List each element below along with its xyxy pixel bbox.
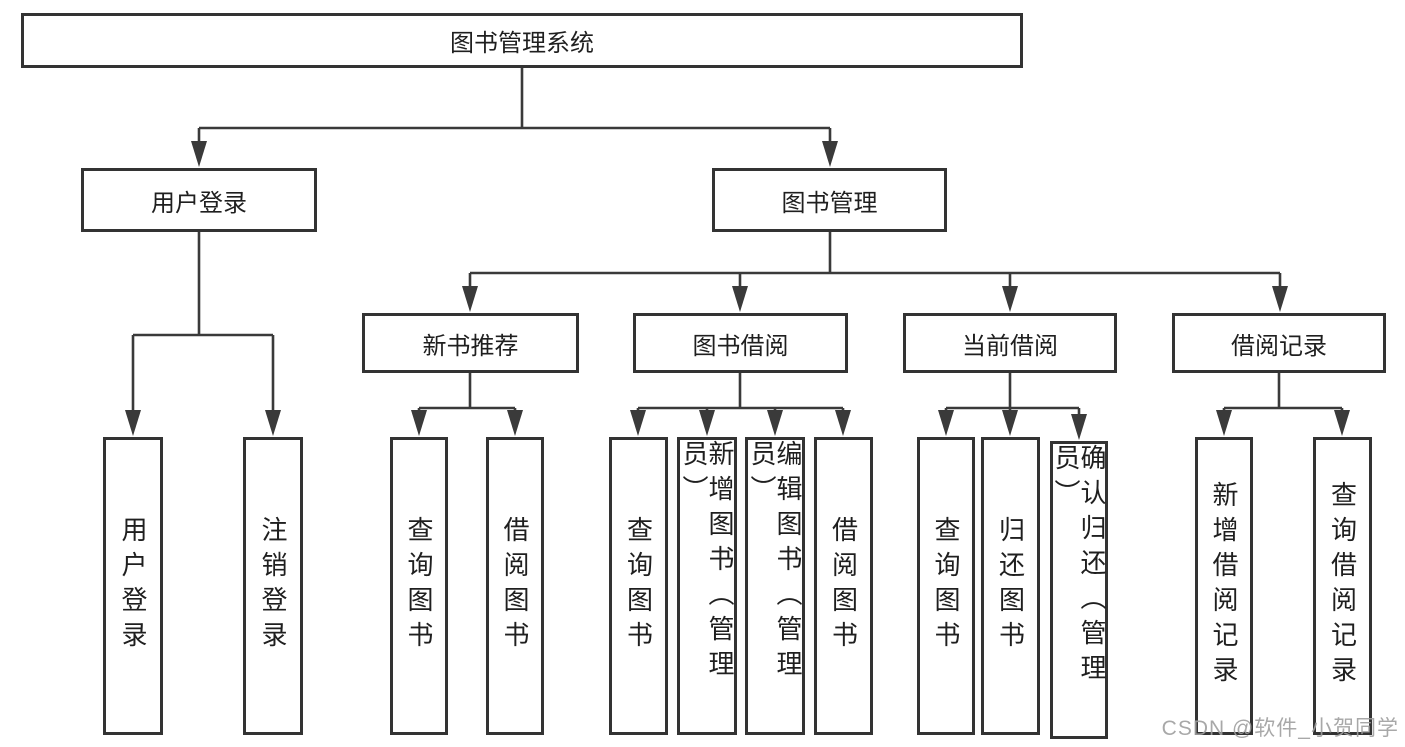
leaf-add-books-admin: 新增图书（管理员）	[677, 437, 737, 735]
node-root-label: 图书管理系统	[450, 30, 594, 57]
arrowheads	[125, 141, 1350, 440]
leaf-query-borrow-record-label: 查询借阅记录	[1327, 481, 1358, 691]
node-book-management: 图书管理	[712, 168, 947, 232]
node-new-book-recommend: 新书推荐	[362, 313, 579, 373]
leaf-borrow-books: 借阅图书	[814, 437, 873, 735]
leaf-logout: 注销登录	[243, 437, 303, 735]
node-current-borrow-label: 当前借阅	[962, 332, 1058, 360]
leaf-add-borrow-record: 新增借阅记录	[1195, 437, 1253, 735]
leaf-return-books-label: 归还图书	[995, 516, 1026, 656]
leaf-query-books-current-label: 查询图书	[931, 516, 961, 656]
leaf-query-books-borrow-label: 查询图书	[623, 516, 654, 656]
leaf-confirm-return-admin: 确认归还（管理员）	[1050, 441, 1108, 739]
node-user-login-label: 用户登录	[151, 189, 247, 217]
leaf-query-books-current: 查询图书	[917, 437, 975, 735]
leaf-edit-books-admin: 编辑图书（管理员）	[745, 437, 805, 735]
leaf-borrow-books-recommend: 借阅图书	[486, 437, 544, 735]
node-book-borrow-label: 图书借阅	[692, 332, 789, 360]
node-current-borrow: 当前借阅	[903, 313, 1117, 373]
node-root: 图书管理系统	[21, 13, 1023, 68]
node-book-management-label: 图书管理	[781, 189, 878, 217]
leaf-return-books: 归还图书	[981, 437, 1040, 735]
leaf-edit-books-admin-label: 编辑图书（管理员）	[747, 440, 803, 685]
leaf-confirm-return-admin-label: 确认归还（管理员）	[1051, 444, 1107, 689]
watermark: CSDN @软件_小贺同学	[1161, 717, 1399, 740]
leaf-query-books-recommend-label: 查询图书	[404, 516, 434, 656]
leaf-user-login: 用户登录	[103, 437, 163, 735]
node-borrow-records-label: 借阅记录	[1231, 332, 1327, 360]
leaf-add-books-admin-label: 新增图书（管理员）	[679, 440, 735, 685]
node-new-book-recommend-label: 新书推荐	[422, 332, 519, 360]
leaf-query-borrow-record: 查询借阅记录	[1313, 437, 1372, 735]
leaf-query-books-recommend: 查询图书	[390, 437, 448, 735]
leaf-query-books-borrow: 查询图书	[609, 437, 668, 735]
leaf-add-borrow-record-label: 新增借阅记录	[1209, 481, 1239, 691]
leaf-logout-label: 注销登录	[258, 516, 288, 656]
leaf-borrow-books-label: 借阅图书	[828, 516, 859, 656]
node-borrow-records: 借阅记录	[1172, 313, 1386, 373]
node-user-login: 用户登录	[81, 168, 317, 232]
leaf-borrow-books-recommend-label: 借阅图书	[500, 516, 530, 656]
node-book-borrow: 图书借阅	[633, 313, 848, 373]
leaf-user-login-label: 用户登录	[118, 516, 148, 656]
